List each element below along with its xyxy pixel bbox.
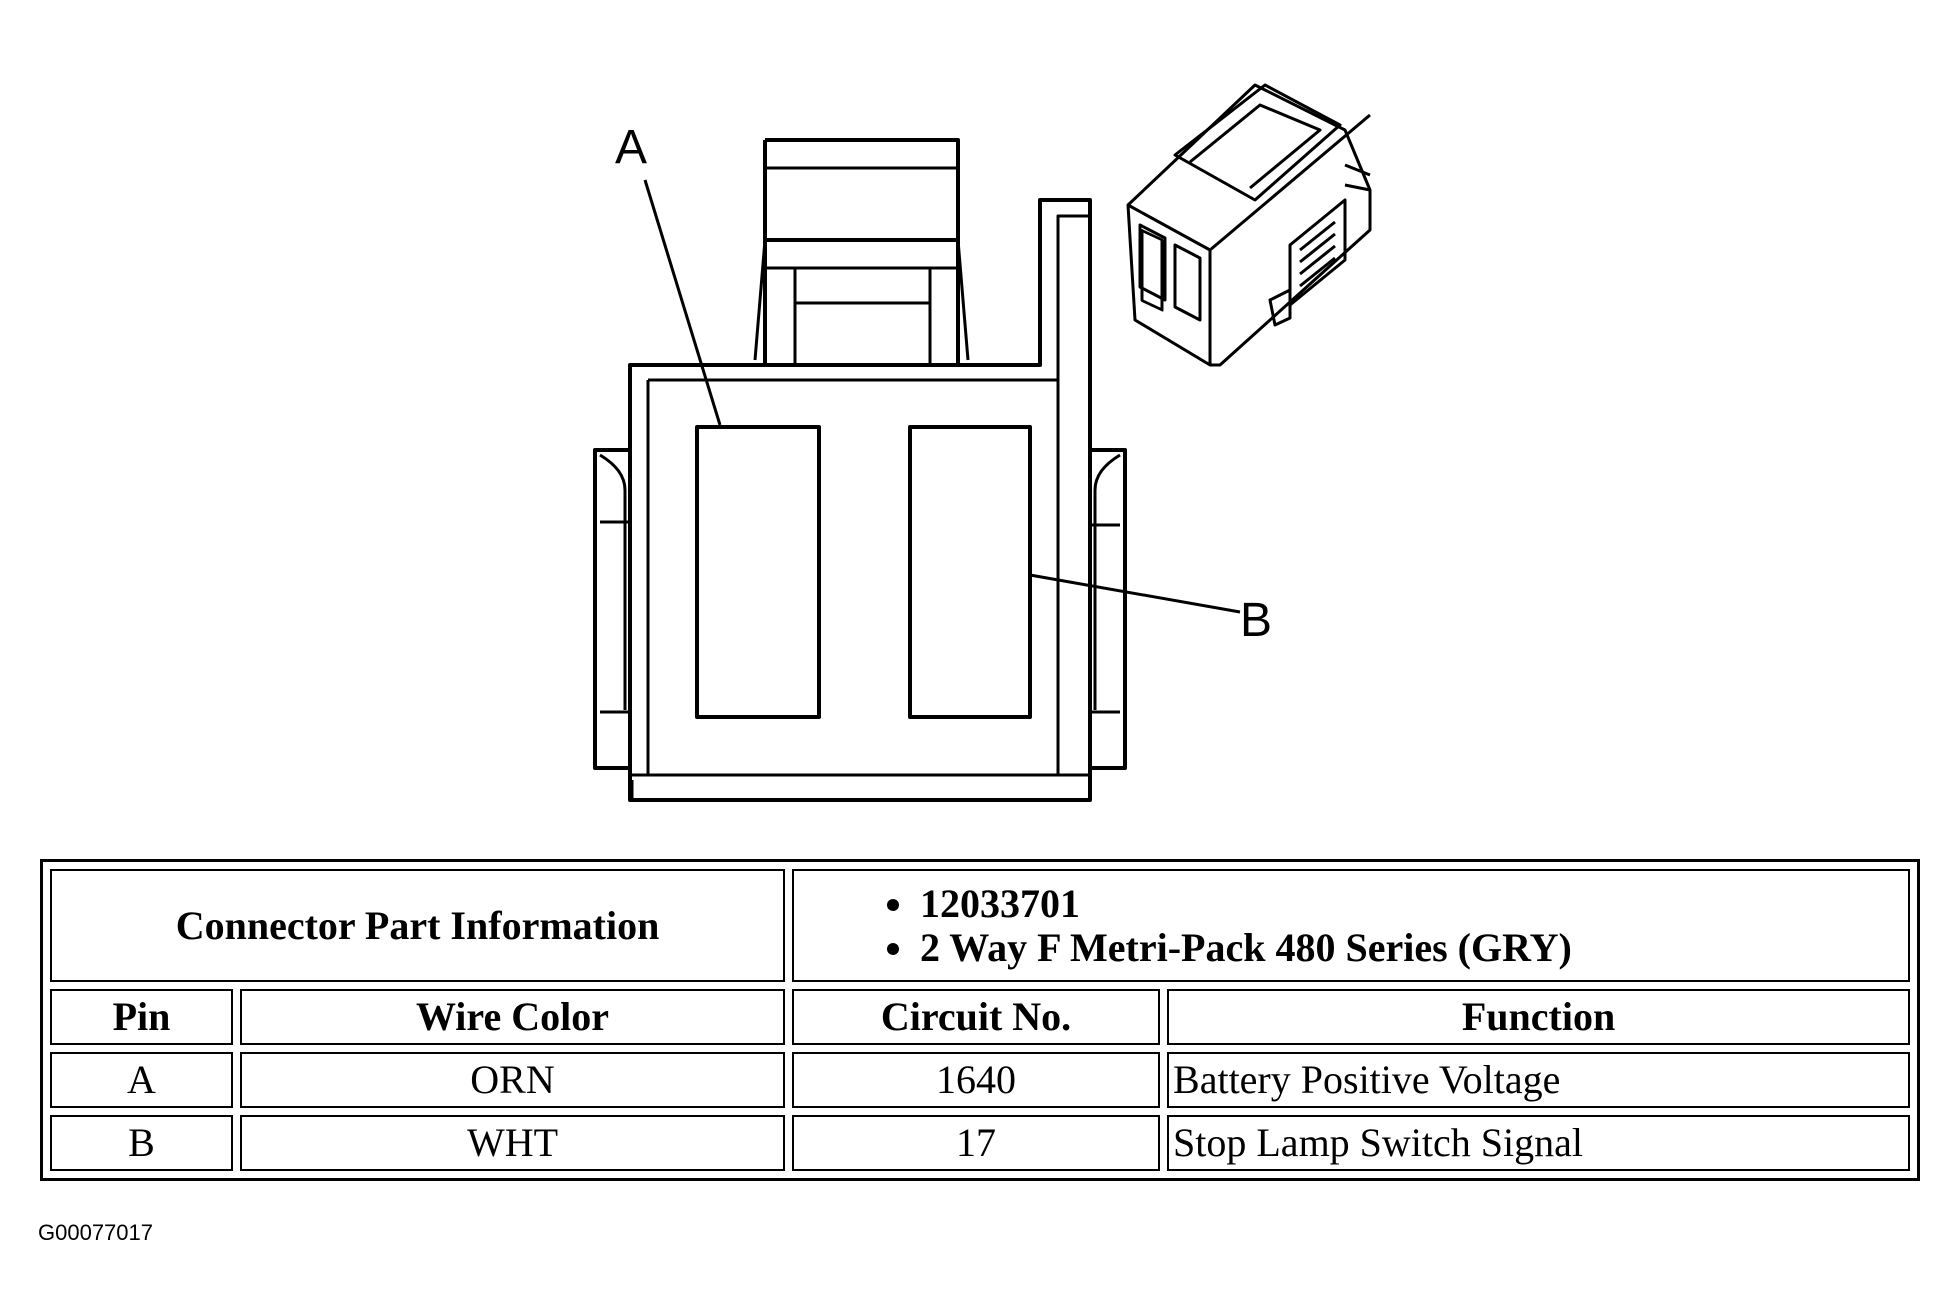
circuit-cell: 17 <box>792 1115 1161 1171</box>
circuit-cell: 1640 <box>792 1052 1161 1108</box>
connector-latch <box>753 138 970 365</box>
pin-cell: B <box>50 1115 233 1171</box>
terminal-cavity-a <box>695 425 821 719</box>
callout-a-leader <box>643 179 722 426</box>
table-header-row: Pin Wire Color Circuit No. Function <box>50 989 1910 1045</box>
part-description: 2 Way F Metri-Pack 480 Series (GRY) <box>918 925 1904 970</box>
connector-housing <box>628 198 1092 802</box>
callout-a-label: A <box>615 121 647 174</box>
header-pin: Pin <box>50 989 233 1045</box>
wire-color-cell: ORN <box>240 1052 786 1108</box>
connector-isometric-view <box>1126 83 1372 367</box>
wire-color-cell: WHT <box>240 1115 786 1171</box>
function-cell: Battery Positive Voltage <box>1167 1052 1910 1108</box>
part-info-cell: 12033701 2 Way F Metri-Pack 480 Series (… <box>792 869 1910 982</box>
callout-b-label: B <box>1240 594 1272 647</box>
figure-code: G00077017 <box>38 1220 153 1245</box>
part-info-list: 12033701 2 Way F Metri-Pack 480 Series (… <box>798 881 1904 970</box>
left-side-clip <box>593 448 630 770</box>
table-row: A ORN 1640 Battery Positive Voltage <box>50 1052 1910 1108</box>
header-wire-color: Wire Color <box>240 989 786 1045</box>
connector-info-table: Connector Part Information 12033701 2 Wa… <box>40 859 1920 1181</box>
terminal-cavity-b <box>908 425 1032 719</box>
part-info-row: Connector Part Information 12033701 2 Wa… <box>50 869 1910 982</box>
connector-diagram: A B <box>593 83 1372 802</box>
table-row: B WHT 17 Stop Lamp Switch Signal <box>50 1115 1910 1171</box>
part-number: 12033701 <box>918 881 1904 926</box>
pin-cell: A <box>50 1052 233 1108</box>
connector-part-info-label: Connector Part Information <box>50 869 786 982</box>
right-side-clip <box>1090 448 1127 770</box>
function-cell: Stop Lamp Switch Signal <box>1167 1115 1910 1171</box>
callout-b-leader <box>1029 573 1241 614</box>
header-circuit-no: Circuit No. <box>792 989 1161 1045</box>
header-function: Function <box>1167 989 1910 1045</box>
